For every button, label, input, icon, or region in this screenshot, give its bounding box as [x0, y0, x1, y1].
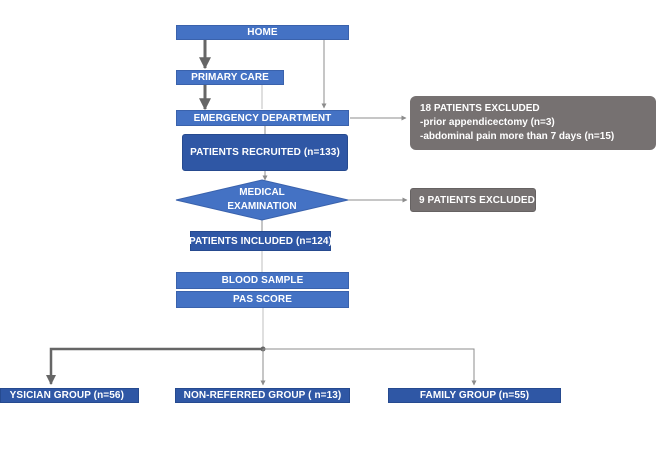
home-box: HOME: [176, 25, 349, 40]
patients-included-box: PATIENTS INCLUDED (n=124): [189, 231, 332, 251]
exclusion-1-line-2: -abdominal pain more than 7 days (n=15): [420, 131, 615, 142]
emergency-department-box: EMERGENCY DEPARTMENT: [176, 110, 349, 126]
medical-examination-line-1: MEDICAL: [239, 187, 285, 198]
blood-sample-box: BLOOD SAMPLE: [176, 272, 349, 289]
pas-score-box: PAS SCORE: [176, 291, 349, 308]
connector-branch-physician: [46, 347, 263, 385]
primary-care-box: PRIMARY CARE: [176, 70, 284, 85]
medical-examination-diamond: [175, 179, 349, 221]
exclusion-box-2: 9 PATIENTS EXCLUDED: [410, 188, 536, 212]
physician-group-box: YSICIAN GROUP (n=56): [0, 388, 139, 403]
exclusion-box-1: 18 PATIENTS EXCLUDED -prior appendicecto…: [410, 96, 656, 150]
patients-recruited-box: PATIENTS RECRUITED (n=133): [182, 134, 348, 171]
medical-examination-line-2: EXAMINATION: [227, 201, 297, 212]
family-group-box: FAMILY GROUP (n=55): [388, 388, 561, 403]
connector-branch-family: [263, 348, 477, 386]
exclusion-1-title: 18 PATIENTS EXCLUDED: [420, 103, 540, 114]
medical-examination-label: MEDICAL EXAMINATION: [212, 186, 312, 214]
exclusion-1-line-1: -prior appendicectomy (n=3): [420, 117, 555, 128]
non-referred-group-box: NON-REFERRED GROUP ( n=13): [175, 388, 350, 403]
